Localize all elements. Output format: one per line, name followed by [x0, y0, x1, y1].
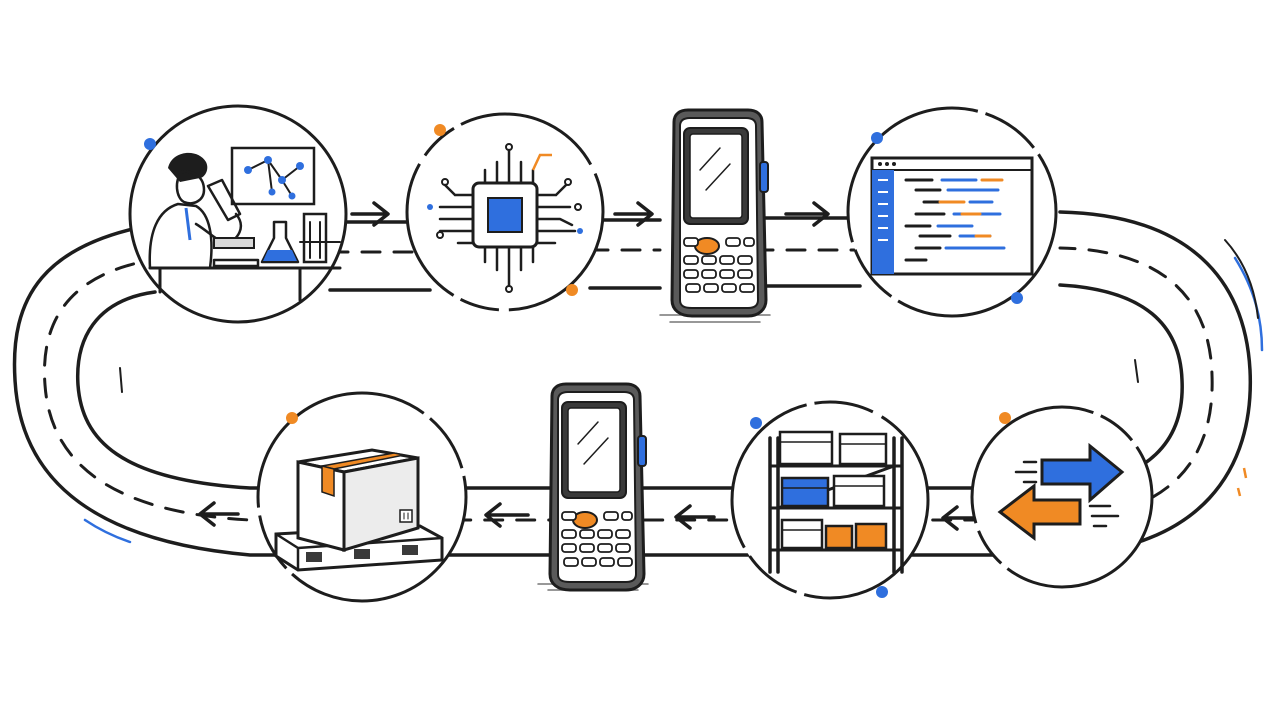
- node-warehouse: [730, 400, 930, 600]
- accent-dot: [434, 124, 446, 136]
- node-scanner-bottom: [537, 382, 649, 592]
- arrow-right-icon: [784, 201, 830, 227]
- accent-dot: [1011, 292, 1023, 304]
- flow-arrows: [198, 201, 978, 531]
- accent-dot: [999, 412, 1011, 424]
- arrow-right-icon: [350, 201, 390, 227]
- box-on-pallet-icon: [274, 448, 444, 572]
- scientist-microscope-icon: [148, 146, 342, 302]
- arrow-left-icon: [198, 501, 240, 527]
- warehouse-shelf-icon: [768, 430, 904, 574]
- accent-dot: [750, 417, 762, 429]
- arrow-left-icon: [484, 502, 530, 528]
- accent-dot: [876, 586, 888, 598]
- code-window-icon: [870, 156, 1034, 276]
- node-scanner-top: [659, 108, 771, 323]
- arrow-right-icon: [613, 201, 654, 227]
- node-software: [846, 106, 1058, 318]
- arrow-left-icon: [941, 505, 978, 531]
- node-chip: [405, 112, 605, 312]
- arrow-left-icon: [674, 504, 716, 530]
- accent-dot: [286, 412, 298, 424]
- handheld-scanner-icon: [659, 108, 771, 323]
- accent-dot: [566, 284, 578, 296]
- handheld-scanner-icon: [537, 382, 649, 592]
- node-research: [128, 104, 348, 324]
- accent-dot: [871, 132, 883, 144]
- microchip-icon: [427, 143, 583, 293]
- swap-arrows-icon: [997, 442, 1248, 542]
- accent-dot: [144, 138, 156, 150]
- node-circle: [970, 405, 1154, 589]
- node-exchange: [970, 405, 1248, 589]
- node-shipment: [256, 391, 468, 603]
